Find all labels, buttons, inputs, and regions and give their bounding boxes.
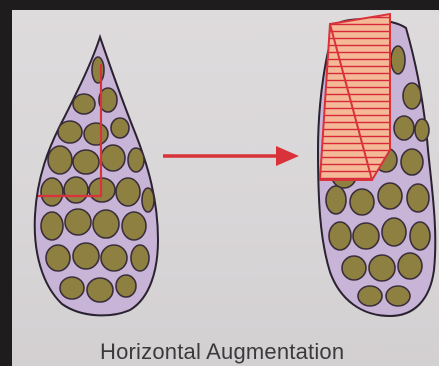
original-ridge xyxy=(35,37,158,315)
arrow-right-icon xyxy=(163,146,299,166)
augmented-ridge xyxy=(318,14,435,316)
figure-caption: Horizontal Augmentation xyxy=(100,339,430,365)
graft-region xyxy=(320,14,390,180)
